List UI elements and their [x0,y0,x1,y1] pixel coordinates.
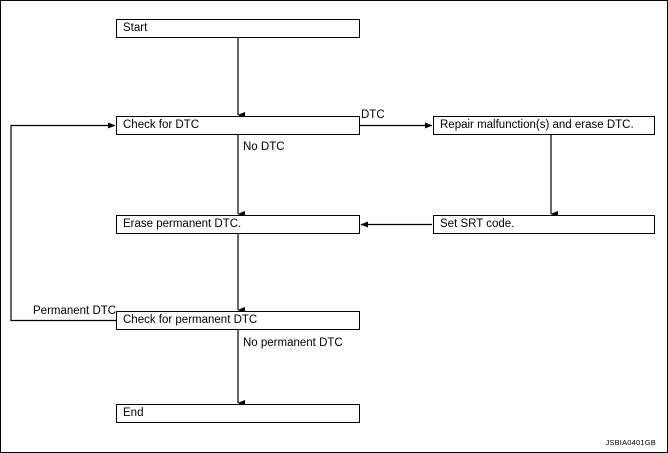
edge-label-permanent-dtc: Permanent DTC [33,305,117,317]
node-repair-malfunctions-label: Repair malfunction(s) and erase DTC. [440,118,634,131]
node-set-srt-code[interactable]: Set SRT code. [433,215,655,234]
edge-label-dtc: DTC [361,109,385,121]
node-start-label: Start [123,21,148,34]
edge-label-no-dtc: No DTC [243,141,285,153]
node-set-srt-code-label: Set SRT code. [440,217,515,230]
node-check-for-permanent-dtc[interactable]: Check for permanent DTC [116,311,360,330]
figure-code: JSBIA0401GB [605,438,656,447]
node-end[interactable]: End [116,404,360,423]
node-repair-malfunctions[interactable]: Repair malfunction(s) and erase DTC. [433,116,655,135]
node-check-for-dtc-label: Check for DTC [123,118,200,131]
node-start[interactable]: Start [116,19,360,38]
edge-label-no-permanent-dtc: No permanent DTC [243,337,343,349]
node-check-for-permanent-dtc-label: Check for permanent DTC [123,313,258,326]
node-erase-permanent-dtc-label: Erase permanent DTC. [123,217,242,230]
node-end-label: End [123,406,144,419]
node-erase-permanent-dtc[interactable]: Erase permanent DTC. [116,215,360,234]
edge-permanent-dtc-feedback [10,122,116,322]
node-check-for-dtc[interactable]: Check for DTC [116,116,360,135]
